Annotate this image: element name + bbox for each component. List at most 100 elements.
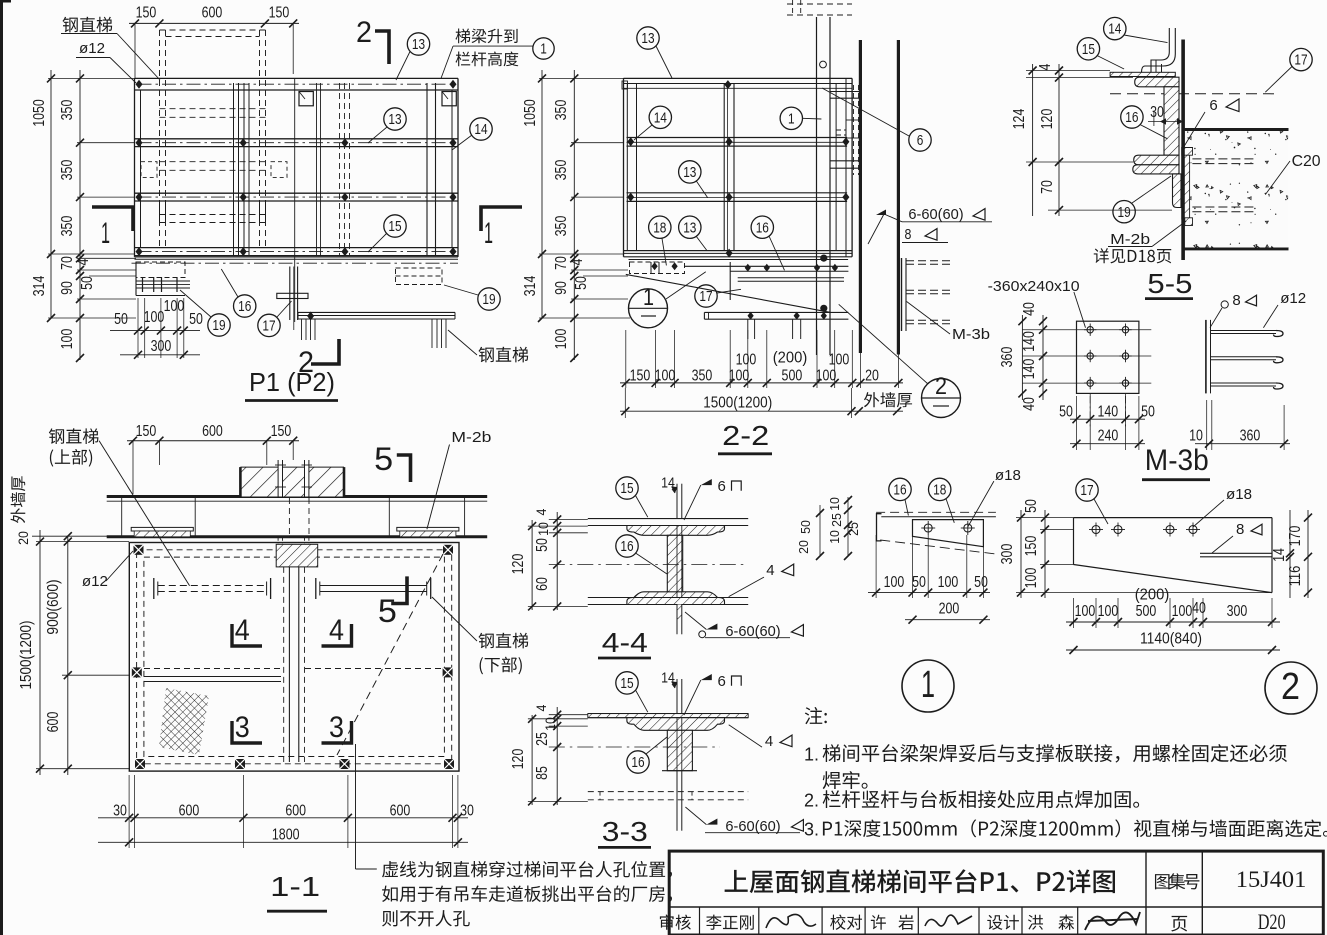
svg-text:5: 5	[374, 441, 393, 477]
svg-text:15: 15	[620, 481, 633, 497]
svg-text:116: 116	[1287, 566, 1304, 587]
svg-text:600: 600	[202, 423, 223, 440]
svg-text:1140(840): 1140(840)	[1140, 631, 1202, 648]
svg-text:120: 120	[510, 748, 527, 769]
svg-text:17: 17	[1294, 53, 1307, 69]
svg-text:14: 14	[661, 670, 675, 687]
svg-text:1: 1	[921, 664, 935, 706]
svg-text:100: 100	[938, 574, 959, 591]
svg-text:350: 350	[59, 159, 76, 180]
svg-text:15J401: 15J401	[1236, 867, 1307, 892]
svg-text:30: 30	[460, 803, 474, 820]
svg-text:50: 50	[1059, 404, 1073, 421]
svg-text:50: 50	[912, 574, 926, 591]
svg-text:1-1: 1-1	[270, 871, 320, 902]
svg-text:18: 18	[933, 482, 946, 498]
svg-text:16: 16	[1125, 110, 1138, 126]
svg-text:16: 16	[631, 755, 644, 771]
svg-text:50: 50	[189, 311, 203, 328]
svg-text:1800: 1800	[272, 827, 300, 844]
svg-text:1500(1200): 1500(1200)	[18, 621, 35, 690]
svg-text:100: 100	[1172, 603, 1193, 620]
svg-text:100: 100	[884, 574, 905, 591]
svg-text:3.: 3.	[804, 820, 819, 840]
svg-text:600: 600	[390, 803, 411, 820]
svg-text:124: 124	[1011, 108, 1028, 129]
svg-text:100: 100	[164, 298, 185, 315]
svg-text:20: 20	[16, 531, 31, 545]
svg-text:D20: D20	[1258, 909, 1286, 934]
svg-text:6: 6	[718, 478, 726, 495]
svg-text:14: 14	[1271, 548, 1288, 562]
svg-text:(200): (200)	[773, 350, 808, 367]
svg-text:350: 350	[59, 99, 76, 120]
svg-text:140: 140	[1021, 331, 1038, 352]
svg-text:100: 100	[1075, 603, 1096, 620]
svg-text:3: 3	[329, 711, 344, 744]
svg-text:4: 4	[235, 614, 250, 647]
svg-text:10: 10	[536, 522, 551, 536]
svg-text:16: 16	[893, 482, 906, 498]
svg-text:25: 25	[846, 522, 861, 536]
svg-text:200: 200	[939, 601, 960, 618]
svg-text:1500(1200): 1500(1200)	[703, 395, 772, 412]
svg-text:M-3b: M-3b	[952, 326, 990, 343]
svg-text:8: 8	[1236, 521, 1244, 538]
svg-text:1: 1	[540, 42, 547, 58]
svg-text:20: 20	[796, 540, 811, 554]
svg-text:500: 500	[782, 368, 803, 385]
svg-text:3-3: 3-3	[602, 816, 648, 847]
svg-text:4: 4	[75, 258, 92, 265]
svg-text:M-2b: M-2b	[451, 429, 491, 446]
svg-text:4-4: 4-4	[602, 627, 648, 658]
svg-text:10: 10	[828, 497, 842, 511]
svg-text:50: 50	[798, 520, 813, 534]
svg-text:100: 100	[736, 352, 757, 369]
svg-text:25: 25	[534, 732, 551, 746]
svg-text:1: 1	[643, 284, 654, 311]
svg-text:13: 13	[683, 165, 696, 181]
svg-text:4: 4	[569, 258, 586, 265]
svg-text:2: 2	[298, 346, 314, 379]
svg-text:150: 150	[630, 368, 651, 385]
svg-text:10: 10	[543, 717, 558, 731]
svg-text:350: 350	[59, 215, 76, 236]
svg-text:2-2: 2-2	[722, 420, 769, 451]
svg-text:50: 50	[534, 538, 551, 552]
svg-text:15: 15	[388, 219, 401, 235]
svg-text:314: 314	[522, 275, 539, 296]
svg-text:3: 3	[235, 711, 250, 744]
svg-text:2: 2	[935, 373, 947, 400]
svg-text:150: 150	[269, 5, 290, 22]
svg-text:2: 2	[356, 16, 372, 49]
svg-text:19: 19	[1118, 205, 1131, 221]
svg-text:100: 100	[829, 352, 850, 369]
svg-text:85: 85	[534, 766, 551, 780]
svg-text:6: 6	[917, 133, 924, 149]
svg-text:13: 13	[412, 37, 425, 53]
svg-text:100: 100	[144, 309, 165, 326]
svg-text:4: 4	[1037, 63, 1054, 70]
svg-text:14: 14	[474, 122, 487, 138]
svg-text:60: 60	[534, 577, 551, 591]
svg-text:17: 17	[1080, 483, 1093, 499]
svg-text:M-3b: M-3b	[1145, 444, 1209, 477]
svg-text:600: 600	[45, 711, 62, 732]
svg-text:4: 4	[329, 614, 344, 647]
svg-text:16: 16	[620, 539, 633, 555]
svg-text:25: 25	[830, 513, 844, 527]
svg-text:600: 600	[179, 803, 200, 820]
svg-text:1: 1	[484, 217, 493, 250]
svg-text:50: 50	[1141, 404, 1155, 421]
svg-text:4: 4	[766, 562, 774, 579]
svg-text:ø12: ø12	[82, 573, 108, 590]
svg-text:4: 4	[765, 733, 773, 750]
svg-text:14: 14	[661, 475, 675, 492]
svg-text:C20: C20	[1292, 153, 1321, 170]
svg-text:4: 4	[534, 704, 549, 711]
svg-text:19: 19	[482, 292, 495, 308]
svg-text:8: 8	[1232, 292, 1240, 309]
svg-text:6-60(60): 6-60(60)	[908, 206, 963, 223]
svg-text:360: 360	[1240, 428, 1261, 445]
svg-text:18: 18	[653, 220, 666, 236]
